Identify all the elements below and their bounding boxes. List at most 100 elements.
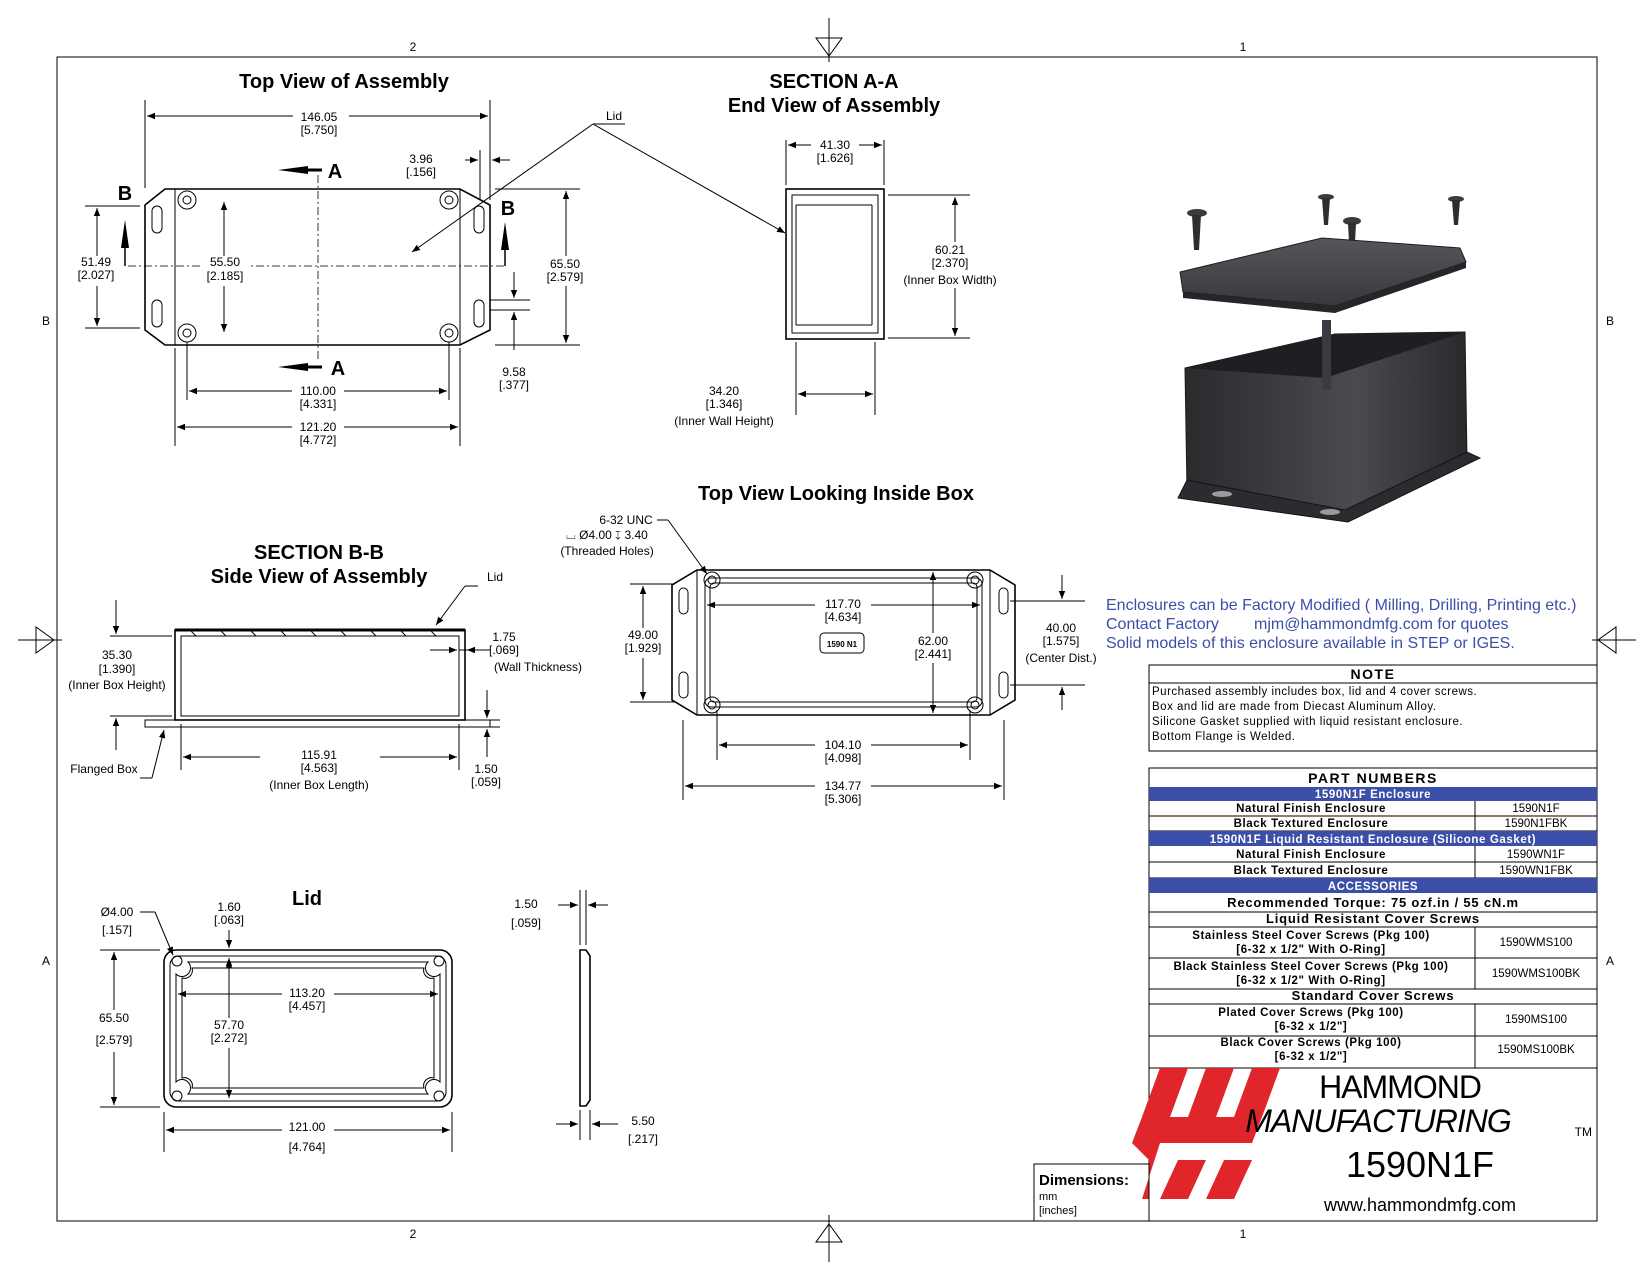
view-title: SECTION B-B xyxy=(254,542,384,564)
dim-value: 1.60 xyxy=(217,900,241,914)
embossed-badge: 1590 N1 xyxy=(827,640,858,649)
dim-label: (Inner Wall Height) xyxy=(674,414,774,428)
part-numbers-table: PART NUMBERS 1590N1F Enclosure Natural F… xyxy=(1148,767,1598,1069)
dim-label: (Wall Thickness) xyxy=(494,660,582,674)
view-title: End View of Assembly xyxy=(728,95,941,117)
dim-value: [5.306] xyxy=(825,792,862,806)
dim-value: [4.457] xyxy=(289,999,326,1013)
dim-value: 34.20 xyxy=(709,384,739,398)
dim-value: 65.50 xyxy=(99,1011,129,1025)
dim-value: 41.30 xyxy=(820,138,850,152)
factory-notice: Enclosures can be Factory Modified ( Mil… xyxy=(1106,597,1576,652)
table-cell: Plated Cover Screws (Pkg 100) xyxy=(1218,1007,1404,1019)
notice-line: mjm@hammondmfg.com for quotes xyxy=(1254,616,1509,633)
part-number: 1590WMS100BK xyxy=(1492,968,1581,980)
centering-mark xyxy=(815,18,843,62)
units-value: mm xyxy=(1039,1191,1057,1203)
dim-value: 9.58 xyxy=(502,365,526,379)
table-cell: [6-32 x 1/2"] xyxy=(1275,1051,1348,1063)
dim-value: [5.750] xyxy=(301,123,338,137)
table-cell: Black Textured Enclosure xyxy=(1234,865,1389,877)
dim-value: [2.272] xyxy=(211,1031,248,1045)
cover-screw xyxy=(1448,196,1464,225)
dim-value: 49.00 xyxy=(628,628,658,642)
lid-view: Lid Ø4.00 [.157] 1.60 [.063] 113.20 [4.4… xyxy=(90,888,658,1162)
zone-label: A xyxy=(42,954,50,968)
note-line: Bottom Flange is Welded. xyxy=(1152,731,1295,743)
part-number: 1590WN1F xyxy=(1507,849,1565,861)
dim-value: [1.929] xyxy=(625,641,662,655)
dim-value: 55.50 xyxy=(210,255,240,269)
dim-value: 62.00 xyxy=(918,634,948,648)
dim-label: (Center Dist.) xyxy=(1025,651,1096,665)
table-cell: Stainless Steel Cover Screws (Pkg 100) xyxy=(1192,930,1430,942)
notice-line: Solid models of this enclosure available… xyxy=(1106,635,1515,652)
dim-value: 104.10 xyxy=(825,738,862,752)
dim-value: 3.96 xyxy=(409,152,433,166)
title-block: HAMMOND MANUFACTURING TM 1590N1F www.ham… xyxy=(1132,1067,1598,1222)
dim-value: 1.50 xyxy=(474,762,498,776)
table-cell: [6-32 x 1/2"] xyxy=(1275,1021,1348,1033)
thread-callout: 6-32 UNC xyxy=(599,513,653,527)
section-letter: A xyxy=(331,358,345,380)
view-title: Top View of Assembly xyxy=(239,71,450,93)
cover-screw xyxy=(1187,209,1207,250)
table-subheader: Standard Cover Screws xyxy=(1292,988,1455,1003)
dim-value: [4.331] xyxy=(300,397,337,411)
zone-label: B xyxy=(1606,314,1614,328)
table-subheader: Liquid Resistant Cover Screws xyxy=(1266,911,1480,926)
table-cell: Recommended Torque: 75 ozf.in / 55 cN.m xyxy=(1227,895,1519,910)
dim-value: [.156] xyxy=(406,165,436,179)
brand-name: HAMMOND xyxy=(1319,1069,1481,1105)
dim-value: 117.70 xyxy=(825,597,861,611)
table-cell: Black Cover Screws (Pkg 100) xyxy=(1220,1037,1401,1049)
dim-value: 35.30 xyxy=(102,648,132,662)
dim-value: [.059] xyxy=(471,775,501,789)
drawing-frame: 2 1 2 1 B A B A xyxy=(18,18,1636,1262)
dim-value: 146.05 xyxy=(301,110,338,124)
part-number: 1590N1F xyxy=(1512,803,1559,815)
dim-value: 121.00 xyxy=(289,1120,326,1134)
dim-value: [.059] xyxy=(511,916,541,930)
table-section-header: ACCESSORIES xyxy=(1328,881,1418,893)
thread-callout: (Threaded Holes) xyxy=(560,544,653,558)
centering-mark xyxy=(1592,626,1636,654)
dim-value: 40.00 xyxy=(1046,621,1076,635)
centering-mark xyxy=(815,1215,843,1262)
dim-value: [2.579] xyxy=(547,270,584,284)
table-cell: Natural Finish Enclosure xyxy=(1236,849,1386,861)
note-line: Purchased assembly includes box, lid and… xyxy=(1152,686,1477,698)
note-line: Silicone Gasket supplied with liquid res… xyxy=(1152,716,1463,728)
dim-value: 57.70 xyxy=(214,1018,244,1032)
view-title: Top View Looking Inside Box xyxy=(698,483,974,505)
trademark-mark: TM xyxy=(1575,1125,1592,1139)
units-value: [inches] xyxy=(1039,1205,1077,1217)
dim-value: [2.027] xyxy=(78,268,115,282)
dim-value: Ø4.00 xyxy=(101,905,134,919)
table-title: PART NUMBERS xyxy=(1308,770,1438,786)
inside-view: Top View Looking Inside Box 1590 N1 6-32… xyxy=(560,483,1097,808)
dim-value: [.157] xyxy=(102,923,132,937)
dim-value: 110.00 xyxy=(300,384,336,398)
view-title: Lid xyxy=(292,888,322,910)
section-b-b: SECTION B-B Side View of Assembly Lid 35… xyxy=(68,542,582,794)
dim-label: (Inner Box Height) xyxy=(68,678,165,692)
notice-line: Contact Factory xyxy=(1106,616,1219,633)
zone-label: 2 xyxy=(410,1227,417,1241)
dim-value: 5.50 xyxy=(631,1114,655,1128)
zone-label: A xyxy=(1606,954,1614,968)
dim-value: 1.50 xyxy=(514,897,538,911)
part-number: 1590WN1FBK xyxy=(1499,865,1573,877)
dim-value: 60.21 xyxy=(935,243,965,257)
table-section-header: 1590N1F Liquid Resistant Enclosure (Sili… xyxy=(1210,834,1536,846)
section-letter: B xyxy=(501,198,515,220)
part-number: 1590WMS100 xyxy=(1500,937,1573,949)
centering-mark xyxy=(18,626,62,654)
dim-value: [2.185] xyxy=(207,269,244,283)
top-view-assembly: Top View of Assembly A A B B Lid xyxy=(72,71,786,449)
note-title: NOTE xyxy=(1351,666,1396,682)
view-title: Side View of Assembly xyxy=(211,566,429,588)
part-number: 1590N1FBK xyxy=(1505,818,1568,830)
dim-value: 51.49 xyxy=(81,255,111,269)
